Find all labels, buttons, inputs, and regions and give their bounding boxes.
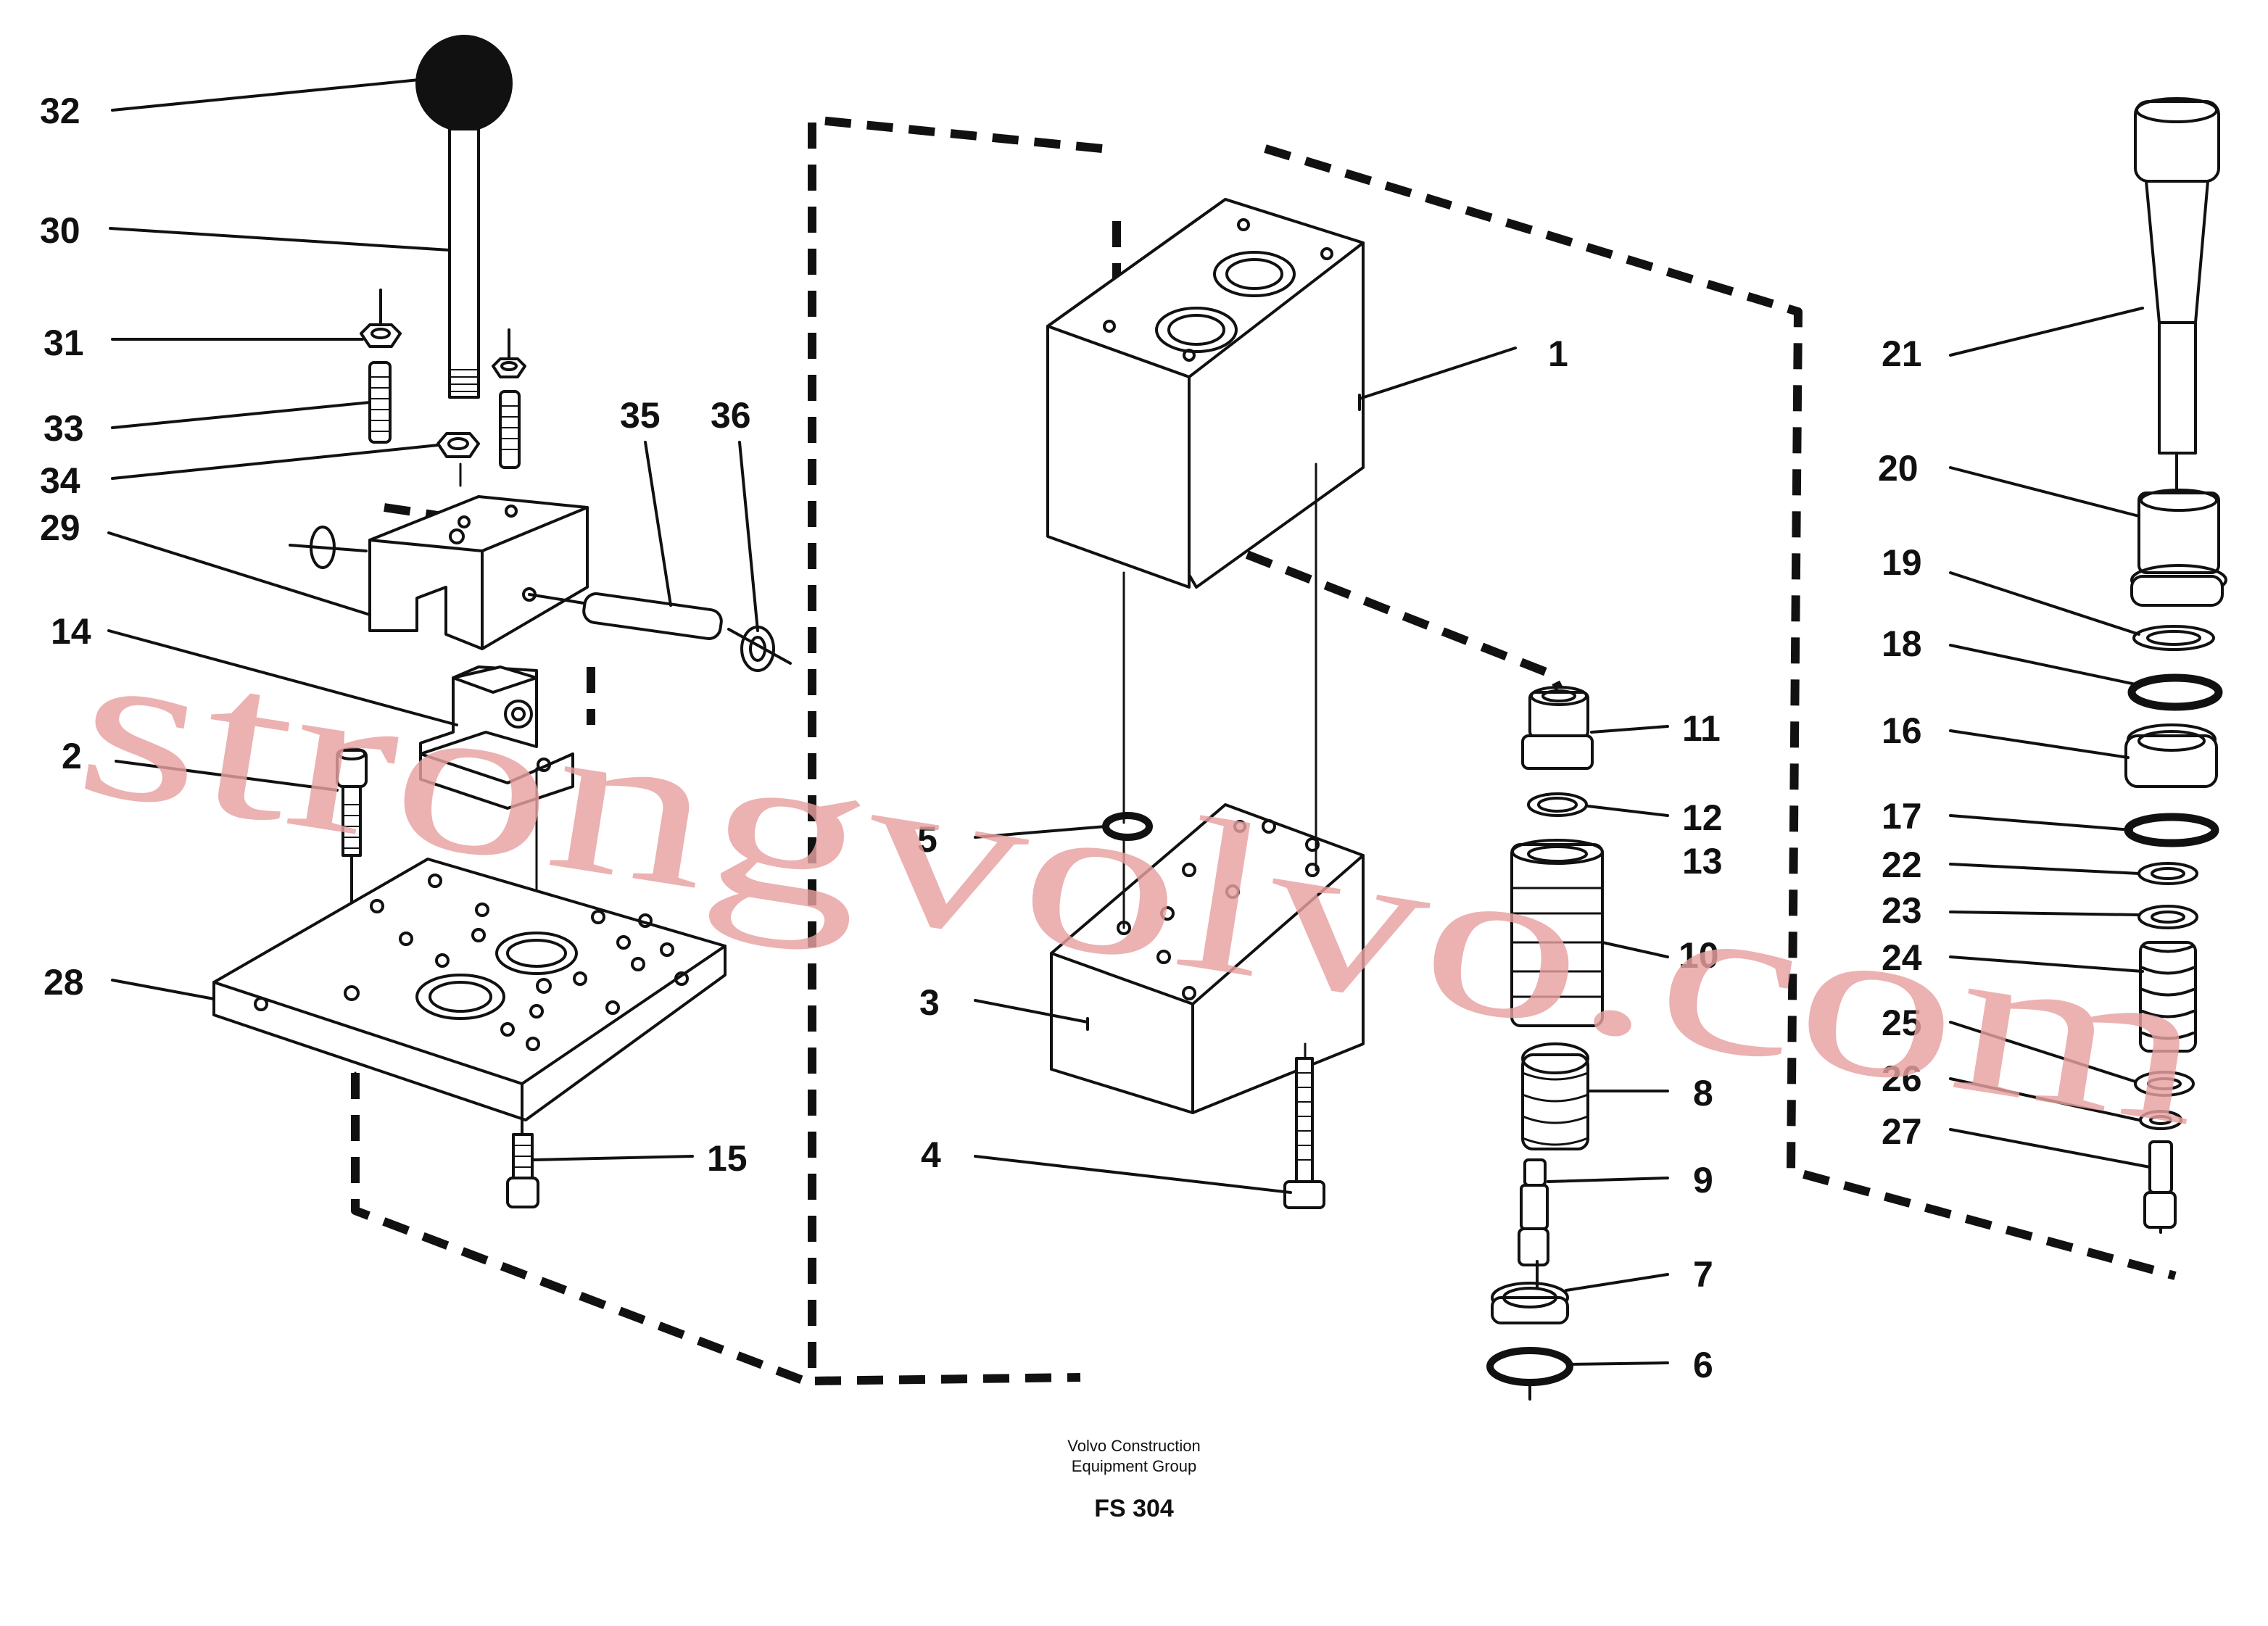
- callout-35: 35: [620, 395, 661, 436]
- figure-code: FS 304: [1094, 1495, 1174, 1522]
- callout-31: 31: [44, 323, 84, 363]
- callout-11: 11: [1682, 708, 1721, 749]
- callout-23: 23: [1882, 890, 1922, 931]
- callout-3: 3: [919, 982, 940, 1023]
- callout-33: 33: [44, 408, 84, 449]
- callout-4: 4: [921, 1135, 941, 1175]
- nut-34: [436, 432, 480, 458]
- callout-20: 20: [1878, 448, 1919, 489]
- callout-1: 1: [1548, 333, 1568, 374]
- leader-lines: [107, 78, 2151, 1366]
- callout-5: 5: [917, 819, 938, 860]
- callout-7: 7: [1693, 1254, 1713, 1295]
- callout-29: 29: [40, 507, 80, 548]
- nut-31: [360, 289, 402, 348]
- pin-35: [528, 592, 792, 665]
- callout-36: 36: [711, 395, 751, 436]
- guide-lines-center: [1122, 463, 1317, 1060]
- stack-center-right: [1486, 686, 1604, 1401]
- callout-16: 16: [1882, 710, 1922, 751]
- callout-6: 6: [1693, 1345, 1713, 1385]
- block-3: [1050, 803, 1365, 1114]
- callout-14: 14: [51, 611, 91, 652]
- nut-right-small: [492, 328, 526, 378]
- callout-9: 9: [1693, 1160, 1713, 1200]
- callout-12: 12: [1682, 797, 1723, 838]
- callout-28: 28: [44, 962, 84, 1003]
- plate-28: [212, 858, 727, 1121]
- cap-screw-2: [336, 747, 368, 987]
- callout-34: 34: [40, 460, 80, 501]
- screw-33: [368, 361, 521, 469]
- caption-line-2: Equipment Group: [1071, 1457, 1197, 1475]
- callout-21: 21: [1882, 333, 1922, 374]
- callout-10: 10: [1679, 935, 1719, 976]
- callout-18: 18: [1882, 623, 1922, 664]
- callout-25: 25: [1882, 1003, 1922, 1043]
- callout-15: 15: [707, 1138, 748, 1179]
- lever-30: [448, 128, 480, 399]
- callout-30: 30: [40, 210, 80, 251]
- dashed-frame-right: [1245, 144, 2177, 1280]
- knob-32: [415, 35, 513, 132]
- callout-26: 26: [1882, 1058, 1922, 1099]
- callout-19: 19: [1882, 542, 1922, 583]
- callout-24: 24: [1882, 937, 1922, 978]
- callout-17: 17: [1882, 796, 1922, 837]
- stack-right: [2124, 97, 2227, 1234]
- part-14: [419, 665, 574, 810]
- callout-8: 8: [1693, 1073, 1713, 1113]
- callout-13: 13: [1682, 841, 1723, 882]
- bracket-29: [289, 495, 589, 650]
- bolt-4: [1283, 1057, 1325, 1209]
- callout-27: 27: [1882, 1111, 1922, 1152]
- callout-2: 2: [62, 736, 82, 776]
- callout-22: 22: [1882, 845, 1922, 885]
- screw-15: [506, 1119, 539, 1208]
- caption-line-1: Volvo Construction: [1067, 1437, 1201, 1455]
- valve-body-1: [1046, 198, 1365, 589]
- clip-36: [740, 626, 775, 672]
- callout-32: 32: [40, 91, 80, 131]
